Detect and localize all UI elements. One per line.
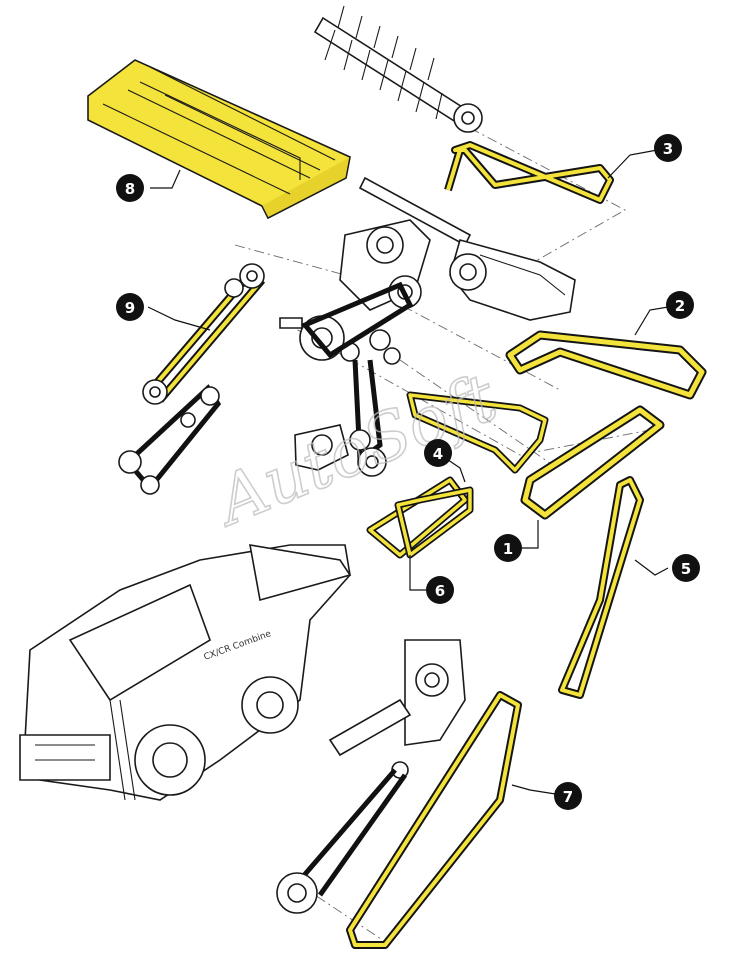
callout-6: 6	[426, 576, 454, 604]
callout-8: 8	[116, 174, 144, 202]
belt-part-4-6	[366, 476, 474, 559]
unloading-drive-part-7	[276, 639, 522, 949]
svg-text:4: 4	[433, 445, 443, 463]
callout-2: 2	[666, 291, 694, 319]
callout-5: 5	[672, 554, 700, 582]
belt-part-3	[444, 141, 614, 204]
svg-text:2: 2	[675, 297, 685, 315]
callout-1: 1	[494, 534, 522, 562]
svg-text:7: 7	[563, 788, 573, 806]
belt-part-5	[558, 476, 644, 699]
svg-text:5: 5	[681, 560, 691, 578]
beater-shaft	[313, 5, 483, 133]
lower-pulley-assembly	[294, 424, 387, 477]
belt-part-2	[505, 330, 707, 400]
callout-3: 3	[654, 134, 682, 162]
svg-text:9: 9	[125, 299, 135, 317]
svg-text:3: 3	[663, 140, 673, 158]
belt-part-1	[520, 405, 665, 520]
black-belt-lower-left	[118, 384, 222, 495]
combine-harvester: CX/CR Combine	[19, 544, 352, 801]
belt-mid-loop	[406, 391, 549, 474]
callout-9: 9	[116, 293, 144, 321]
svg-text:6: 6	[435, 582, 445, 600]
callout-4: 4	[424, 439, 452, 467]
sieve-panel-part-8	[87, 59, 351, 220]
svg-text:8: 8	[125, 180, 135, 198]
belt-part-9	[142, 263, 266, 405]
callout-7: 7	[554, 782, 582, 810]
alignment-lines	[234, 127, 651, 946]
svg-text:1: 1	[503, 540, 513, 558]
